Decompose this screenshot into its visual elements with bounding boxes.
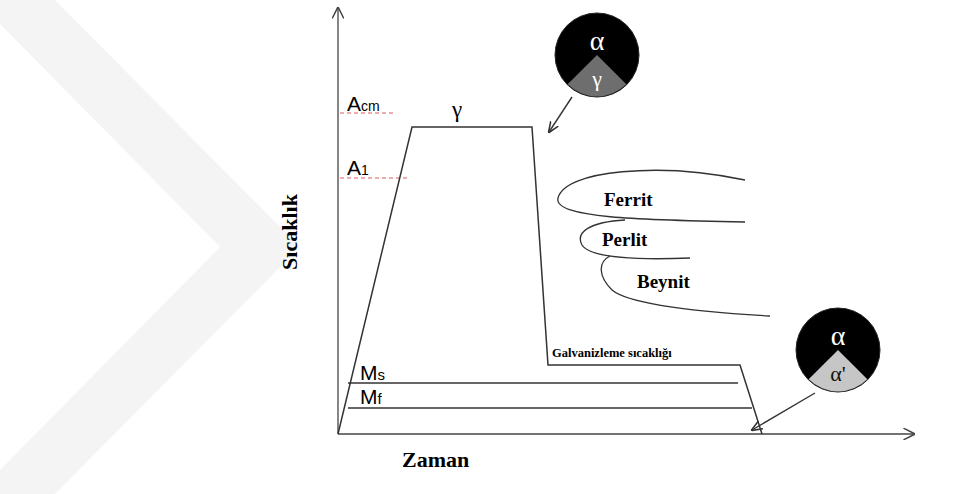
- label-text: Zaman: [402, 447, 469, 472]
- pointer-arrow: [752, 393, 815, 430]
- label-text: Acm: [347, 98, 380, 114]
- mf-line: [348, 407, 752, 408]
- label-text: Ms: [360, 366, 385, 383]
- second-phase: γ: [553, 68, 641, 90]
- label-text: Perlit: [602, 229, 647, 250]
- x-axis: [338, 433, 914, 434]
- phase-symbol: γ: [452, 98, 462, 121]
- label-text: Ferrit: [604, 189, 653, 210]
- label-text: Mf: [360, 390, 382, 407]
- ms-line: [348, 382, 738, 383]
- heat-treatment-curve: [338, 127, 762, 434]
- process-note: Galvanizleme sıcaklığı: [552, 347, 672, 360]
- label-text: Galvanizleme sıcaklığı: [552, 346, 672, 360]
- phase-name: Beynit: [637, 272, 690, 291]
- temperature-mark: Acm: [347, 93, 380, 114]
- watermark-chevron: [0, 0, 300, 494]
- y-axis: [337, 8, 338, 434]
- label-text: Sıcaklık: [277, 194, 302, 270]
- phase-circle: αγ: [553, 11, 641, 99]
- phase-name: Perlit: [602, 230, 647, 249]
- label-text: A1: [347, 162, 369, 178]
- temperature-mark: A1: [347, 157, 369, 178]
- matrix-phase: α: [794, 322, 882, 350]
- pointer-arrow: [549, 97, 572, 132]
- phase-circle: α α': [794, 306, 882, 394]
- axis-title: Zaman: [402, 449, 469, 471]
- second-phase: α': [794, 363, 882, 385]
- label-text: Beynit: [637, 271, 690, 292]
- temperature-mark: Mf: [360, 386, 382, 407]
- bainite-curve: [601, 256, 770, 316]
- ferrite-curve: [558, 170, 745, 222]
- pearlite-curve: [580, 220, 690, 259]
- phase-name: Ferrit: [604, 190, 653, 209]
- axis-title: Sıcaklık: [279, 194, 301, 270]
- matrix-phase: α: [553, 27, 641, 55]
- temperature-mark: Ms: [360, 362, 385, 383]
- label-text: γ: [452, 97, 462, 122]
